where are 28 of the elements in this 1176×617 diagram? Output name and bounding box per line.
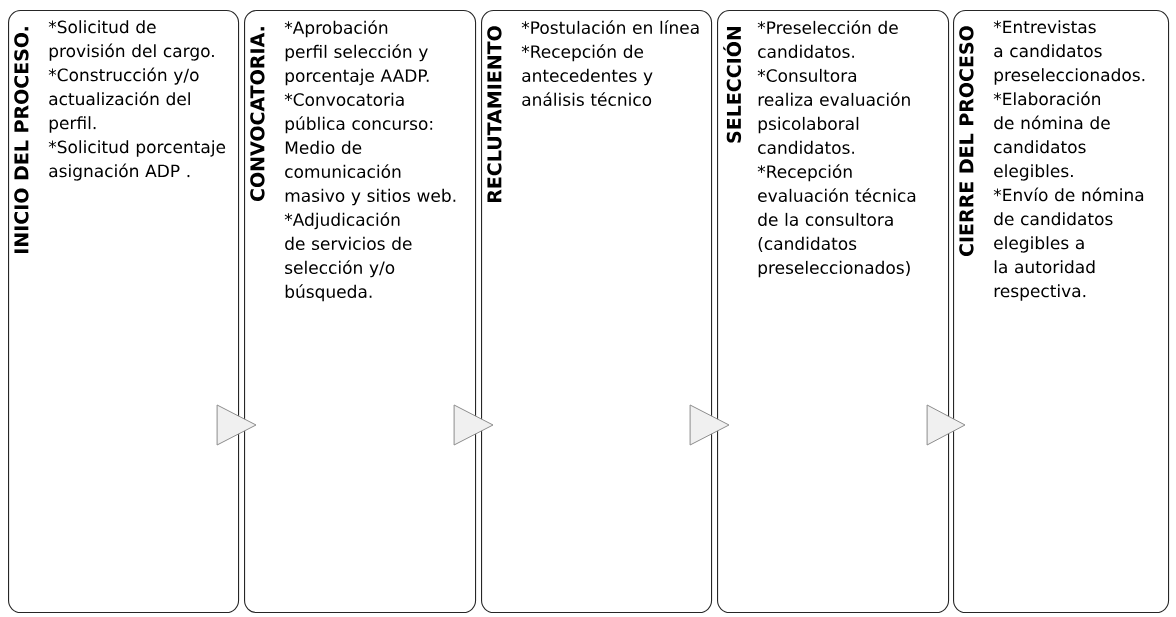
- stage-title: RECLUTAMIENTO: [487, 26, 502, 202]
- list-item: *Consultora realiza evaluación psicolaboral candidatos.: [757, 68, 910, 155]
- stage-column: [953, 10, 1170, 614]
- chevron-arrow: [216, 404, 257, 446]
- stage-column: [8, 10, 240, 614]
- list-item: *Construcción y/o actualización del perfil.: [48, 67, 199, 133]
- list-item: *Convocatoria pública concurso: Medio de comunicación masivo y sitios web.: [284, 92, 456, 206]
- stage-title: SELECCIÓN: [723, 26, 742, 143]
- chevron-arrow: [926, 404, 966, 446]
- list-item: *Solicitud de provisión del cargo.: [48, 20, 214, 61]
- stage-column: [481, 10, 713, 614]
- list-item: *Entrevistas a candidatos preseleccionados.: [993, 20, 1145, 85]
- list-item: *Recepción evaluación técnica de la consultora (candidatos preseleccionados): [757, 164, 916, 278]
- list-item: *Solicitud porcentaje asignación ADP .: [48, 140, 226, 181]
- list-item: *Elaboración de nómina de candidatos elegibles.: [993, 91, 1110, 181]
- stage-column: [244, 10, 477, 614]
- stage-title: CIERRE DEL PROCESO: [959, 26, 974, 257]
- list-item: *Preselección de candidatos.: [757, 20, 898, 59]
- list-item: *Adjudicación de servicios de selección y/o búsqueda.: [284, 212, 412, 302]
- chevron-arrow: [453, 404, 494, 446]
- stage-column: [717, 10, 950, 614]
- list-item: *Aprobación perfil selección y porcentaje AADP.: [284, 20, 429, 86]
- list-item: *Recepción de antecedentes y análisis técnico: [521, 44, 653, 107]
- stage-title: INICIO DEL PROCESO.: [14, 27, 29, 253]
- stage-title: CONVOCATORIA.: [250, 27, 265, 202]
- list-item: *Postulación en línea: [521, 20, 699, 35]
- list-item: *Envío de nómina de candidatos elegibles a la autoridad respectiva.: [993, 187, 1144, 301]
- chevron-arrow: [689, 404, 730, 446]
